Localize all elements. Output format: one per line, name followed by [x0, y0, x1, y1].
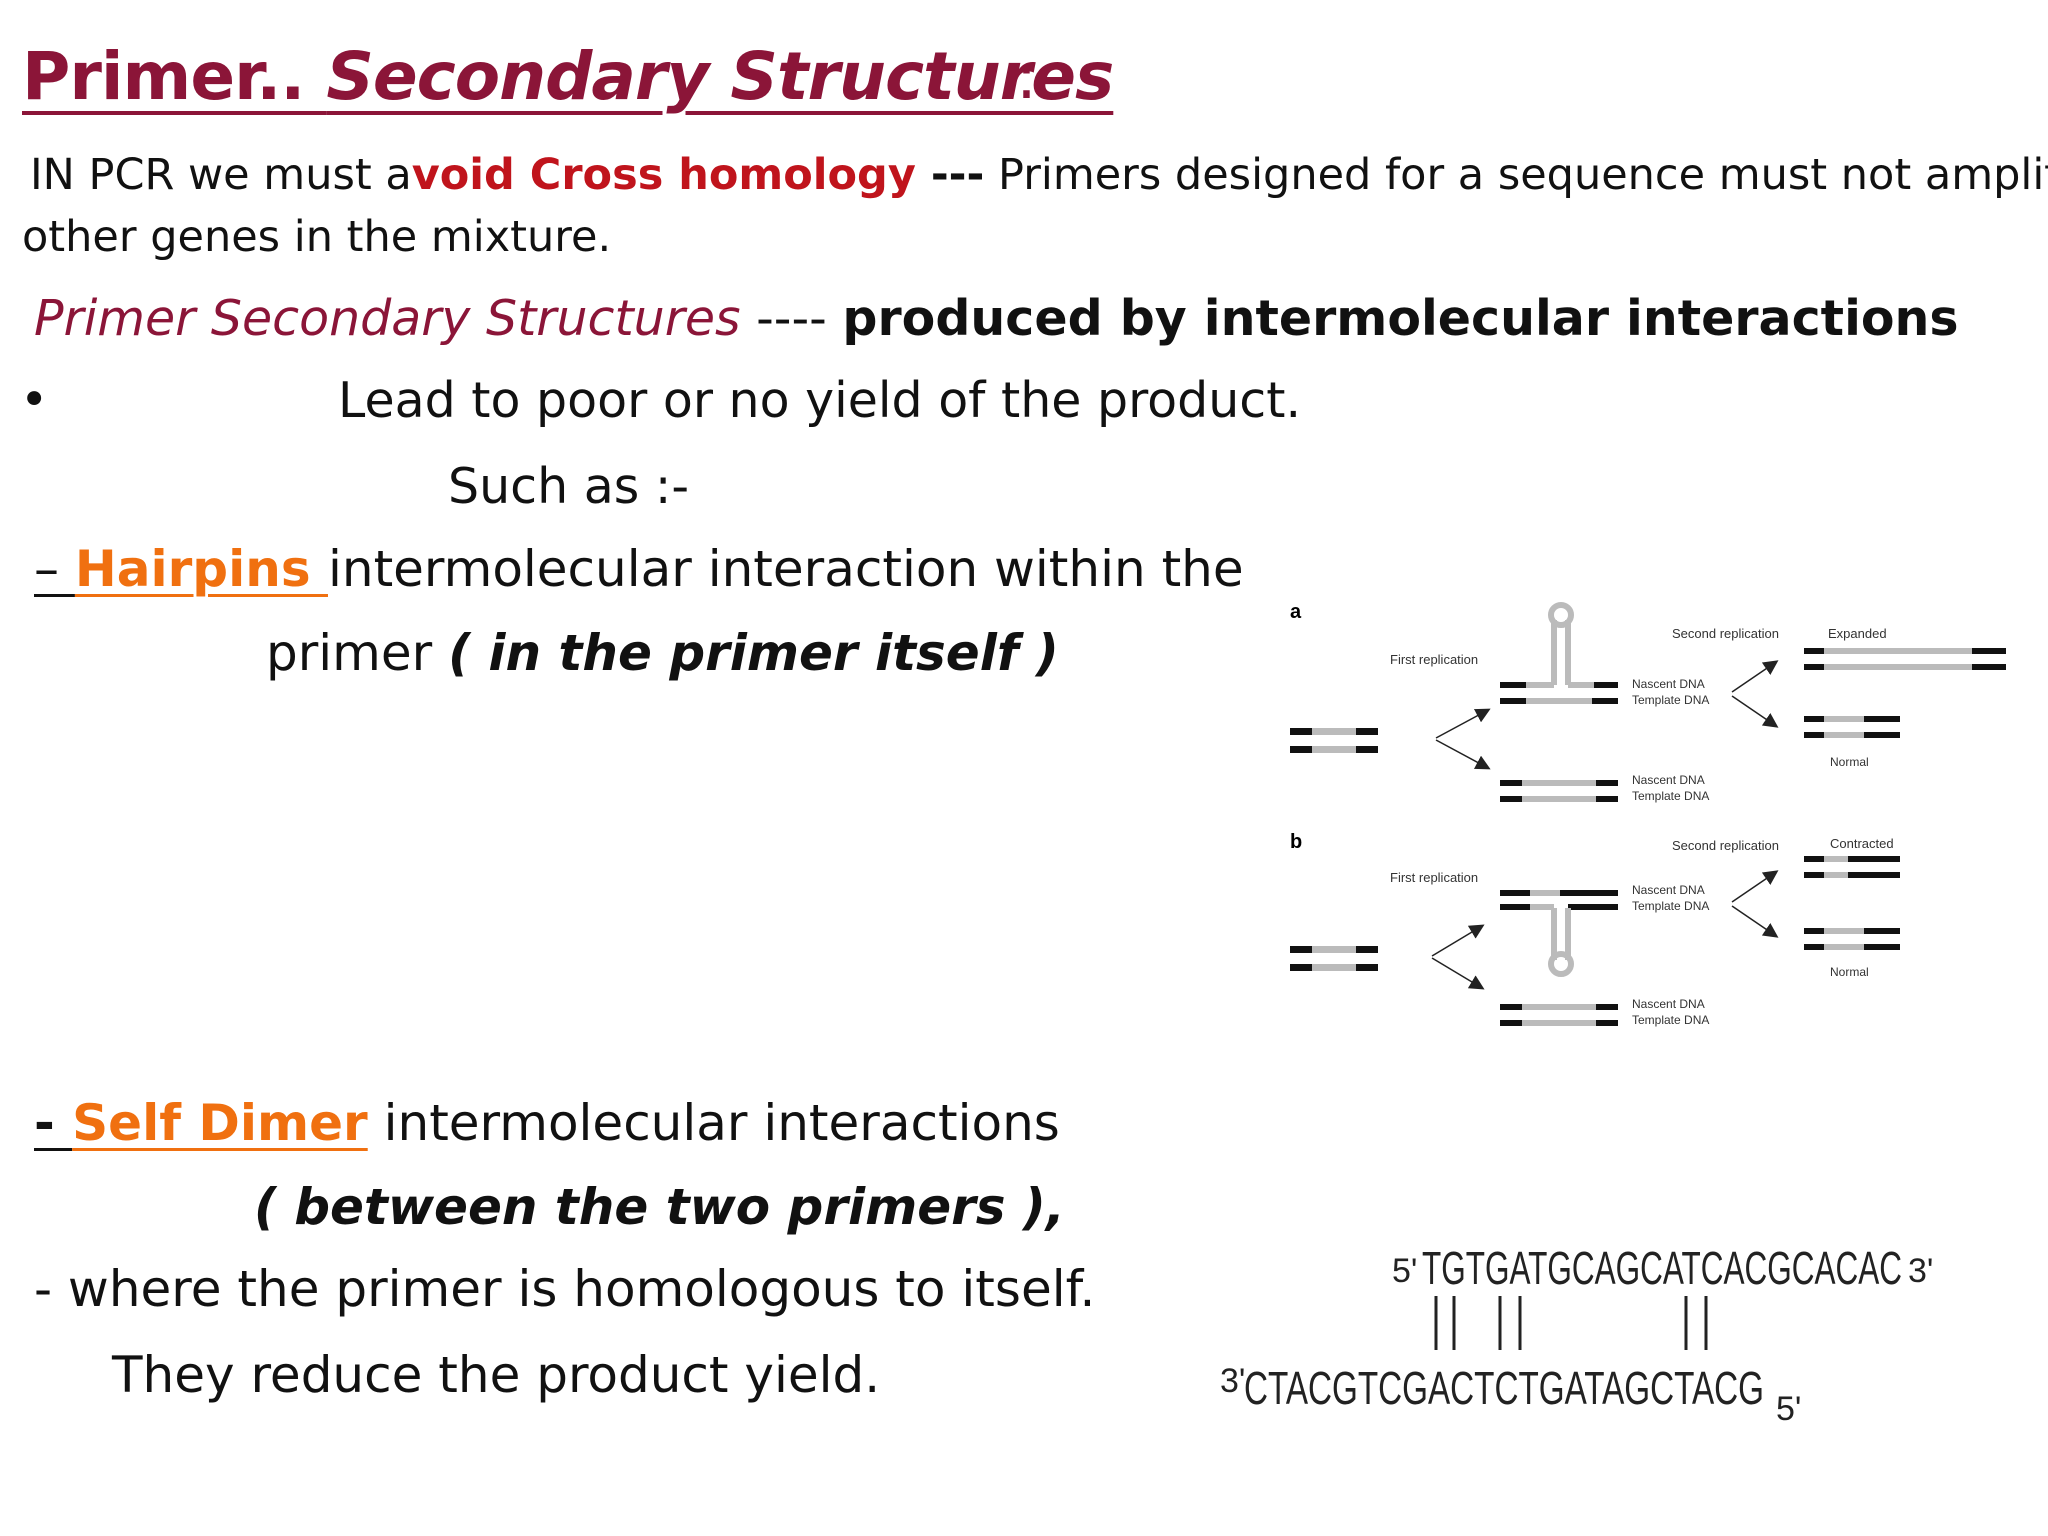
hairpins-dash: –: [34, 540, 75, 598]
nascent-label-a1: Nascent DNA: [1632, 677, 1705, 691]
second-replication-label-b: Second replication: [1672, 838, 1779, 853]
self-dimer-line: - Self Dimer intermolecular interactions: [34, 1094, 1060, 1152]
self-dimer-term: Self Dimer: [72, 1094, 368, 1152]
nascent-label-b1: Nascent DNA: [1632, 883, 1705, 897]
intro-line-1: IN PCR we must avoid Cross homology --- …: [30, 150, 2048, 200]
contracted-duplex: [1804, 856, 1900, 878]
contracted-label: Contracted: [1830, 836, 1894, 851]
base-pair-lines: [1434, 1296, 1708, 1350]
title-primer: Primer..: [22, 38, 327, 115]
normal-result-b: [1804, 928, 1900, 950]
bottom-3prime: 3': [1220, 1362, 1245, 1400]
nascent-label-b2: Nascent DNA: [1632, 997, 1705, 1011]
top-3prime: 3': [1908, 1252, 1933, 1290]
second-replication-label-a: Second replication: [1672, 626, 1779, 641]
normal-label-b: Normal: [1830, 965, 1869, 979]
self-dimer-sequence: 5' TGTGATGCAGCATCACGCACAC 3' 3' CTACGTCG…: [1220, 1242, 1933, 1428]
cross-homology-highlight: void Cross homology: [411, 150, 916, 200]
hairpins-line: – Hairpins intermolecular interaction wi…: [34, 540, 1244, 598]
secondary-dashes: ----: [740, 290, 843, 347]
hairpins-note: ( in the primer itself ): [448, 624, 1059, 682]
such-as-text: Such as :-: [448, 458, 690, 515]
top-strand: TGTGATGCAGCATCACGCACAC: [1422, 1242, 1902, 1294]
template-label-a1: Template DNA: [1632, 693, 1709, 707]
secondary-label: Primer Secondary Structures: [34, 290, 741, 347]
bottom-strand: CTACGTCGACTCTGATAGCTACG: [1244, 1362, 1764, 1414]
panel-a-label: a: [1290, 601, 1302, 623]
slide-title: Primer.. Secondary Structures: [22, 38, 1114, 115]
lead-text: Lead to poor or no yield of the product.: [338, 372, 1302, 429]
bullet-point: •: [20, 372, 49, 428]
panel-b-label: b: [1290, 831, 1302, 853]
normal-duplex-b: [1500, 1004, 1618, 1026]
secondary-structures-line: Primer Secondary Structures ---- produce…: [34, 290, 1959, 347]
duplex-input-b: [1290, 946, 1378, 971]
duplex-input-a: [1290, 728, 1378, 753]
secondary-definition: produced by intermolecular interactions: [842, 290, 1959, 347]
normal-result-a: [1804, 716, 1900, 738]
bottom-5prime: 5': [1776, 1390, 1801, 1428]
intro-text-b: Primers designed for a sequence must not…: [984, 150, 2048, 200]
self-dimer-dash: -: [34, 1094, 73, 1152]
self-dimer-homologous: - where the primer is homologous to itse…: [34, 1260, 1096, 1318]
expanded-duplex: [1804, 648, 2006, 670]
self-dimer-yield: They reduce the product yield.: [112, 1346, 881, 1404]
first-replication-label-a: First replication: [1390, 652, 1478, 667]
intro-text-a: IN PCR we must a: [30, 150, 412, 200]
hairpins-term: Hairpins: [74, 540, 328, 598]
first-replication-label-b: First replication: [1390, 870, 1478, 885]
title-colon: :: [1016, 40, 1037, 113]
self-dimer-description: intermolecular interactions: [367, 1094, 1060, 1152]
hairpins-description: intermolecular interaction within the: [327, 540, 1244, 598]
template-label-a2: Template DNA: [1632, 789, 1709, 803]
top-5prime: 5': [1392, 1252, 1417, 1290]
hairpins-line-2: primer ( in the primer itself ): [266, 624, 1059, 682]
template-label-b2: Template DNA: [1632, 1013, 1709, 1027]
intro-line-2: other genes in the mixture.: [22, 212, 612, 262]
normal-duplex-a: [1500, 780, 1618, 802]
template-label-b1: Template DNA: [1632, 899, 1709, 913]
hairpin-duplex-a: [1500, 602, 1618, 704]
hairpins-primer: primer: [266, 624, 449, 682]
normal-label-a: Normal: [1830, 755, 1869, 769]
replication-diagram: a First replication Second replication E…: [1290, 601, 2006, 1027]
self-dimer-note: ( between the two primers ),: [254, 1178, 1065, 1236]
expanded-label: Expanded: [1828, 626, 1887, 641]
title-secondary-structures: Secondary Structures: [326, 38, 1114, 115]
nascent-label-a2: Nascent DNA: [1632, 773, 1705, 787]
hairpin-duplex-b: [1500, 890, 1618, 977]
intro-dash: ---: [915, 150, 985, 200]
